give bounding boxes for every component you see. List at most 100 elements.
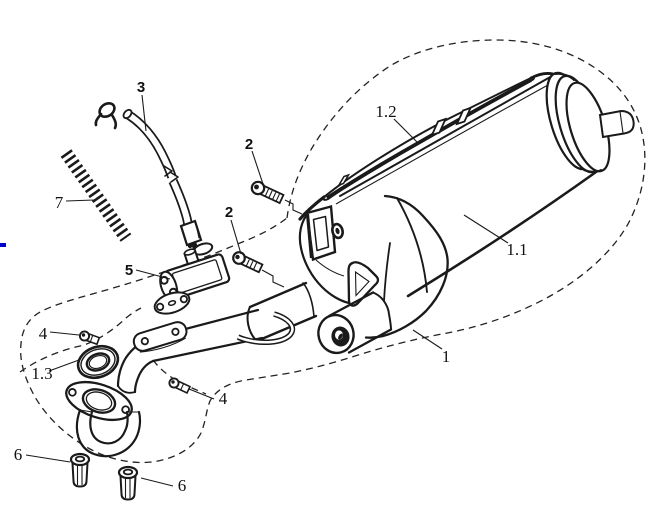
tube-open-end [122,108,133,120]
pipe-mid-flange [132,321,188,353]
leader-6-right [140,477,174,487]
heat-shield-lower-edge [325,78,532,200]
dashed-inner-segment-right [152,359,207,395]
valve-nipple-top [183,248,196,256]
bolt-4-left-head-center [81,333,86,337]
bolt-2-upper-threads [264,188,280,202]
reed-valve [159,248,231,301]
callout-1: 1 [442,347,451,366]
valve-gasket-hole-2 [179,295,188,304]
callout-6-right: 6 [178,476,187,495]
port-flange-hole-right [121,405,130,414]
callout-2-lower: 2 [225,204,233,221]
support-hook-core [237,312,294,344]
stud-threads [76,465,83,485]
tube-ferrule [179,219,203,247]
bolt-4-left-thread [90,335,94,342]
stud-head-socket [74,455,86,463]
alignment-line-upper [284,199,303,215]
muffler-bottom-edge [406,170,598,298]
callout-4-left: 4 [39,324,48,343]
gasket-ring-bore [85,352,111,372]
leader-5 [135,269,171,280]
clip-leg-right [110,113,118,130]
end-cap-top-joint [554,72,575,81]
inlet-pipe-bottom [255,314,318,343]
muffler-top-edge [339,75,553,197]
leader-1-3 [48,359,80,372]
callout-5: 5 [125,262,133,279]
bolt-2-lower-threads [245,259,258,270]
leader-2-lower [230,219,242,255]
elbow-inner [133,359,155,394]
port-flange-plate [65,380,133,422]
bushing-slot [338,333,343,340]
bracket-inner-edge [383,242,391,302]
leader-4-right [188,388,215,400]
bolt-2-lower-head-center [235,254,240,260]
heat-shield-left-mount [298,195,326,221]
muffler-top-reflection [335,84,549,205]
callout-2-upper: 2 [245,136,253,153]
leader-6-left [25,454,71,463]
bolt-4-right-head-center [171,380,175,384]
mount-tab-edge [305,213,314,259]
callout-1-3: 1.3 [31,364,52,383]
callout-1-1: 1.1 [506,240,527,259]
leader-2-upper [251,150,264,185]
leader-1-1 [463,214,509,244]
u-bend-outer [75,408,142,458]
port-flange [65,380,142,458]
front-cap-seam [396,197,428,293]
valve-gasket-slot [167,300,177,306]
heat-shield [298,72,555,221]
front-bracket [298,194,449,355]
dashed-inner-segment-left [19,307,142,373]
elbow-mouth [117,385,136,394]
callout-1-2: 1.2 [375,102,396,121]
end-cap-bottom-joint [583,169,602,173]
leader-lines [25,94,509,487]
mid-flange-plate [132,321,188,352]
front-cap-left-outline [298,210,351,305]
port-flange-bore-inner [85,391,113,411]
tail-pipe-tip [598,109,635,139]
gasket-ring-bore-2 [88,354,108,370]
heat-shield-slot-1 [430,117,448,137]
bolt-2-upper [250,180,285,205]
heat-shield-slot-3 [337,173,351,187]
callout-labels: 3 7 2 2 1.2 1.1 5 4 1.3 4 6 6 1 [14,79,528,495]
leader-4-left [49,331,80,336]
callout-4-right: 4 [219,389,228,408]
alignment-line-lower [261,269,285,288]
bracket-outer-edge [364,194,449,339]
tube-ferrule-line [195,223,200,239]
valve-gasket-hole-1 [156,302,165,311]
bracket-window-inner [354,270,370,297]
stud-right [117,465,139,501]
bolt-4-right [168,377,192,394]
heat-shield-right-tip [529,72,555,80]
muffler-assembly [116,71,635,394]
inlet-pipe-top [248,281,308,309]
callout-3: 3 [137,79,145,96]
breather-tube [122,108,214,256]
callout-6-left: 6 [14,445,23,464]
leader-1 [412,329,443,350]
clip-leg-left [94,112,103,127]
valve-gasket [153,291,191,315]
bushing-top-line [327,291,375,318]
bushing-bottom-line [347,328,393,354]
stud-head [69,452,91,467]
mid-flange-hole-1 [140,337,149,346]
hose-clamp-screw-head [187,243,193,249]
tail-pipe-tip-line [619,111,624,134]
callout-7: 7 [55,193,64,212]
bushing-rear-arc [372,291,392,331]
spring [60,149,132,242]
bracket-window [347,261,380,307]
mid-flange-hole-2 [171,327,180,336]
wire-clip [94,101,118,130]
leader-7 [65,199,95,202]
